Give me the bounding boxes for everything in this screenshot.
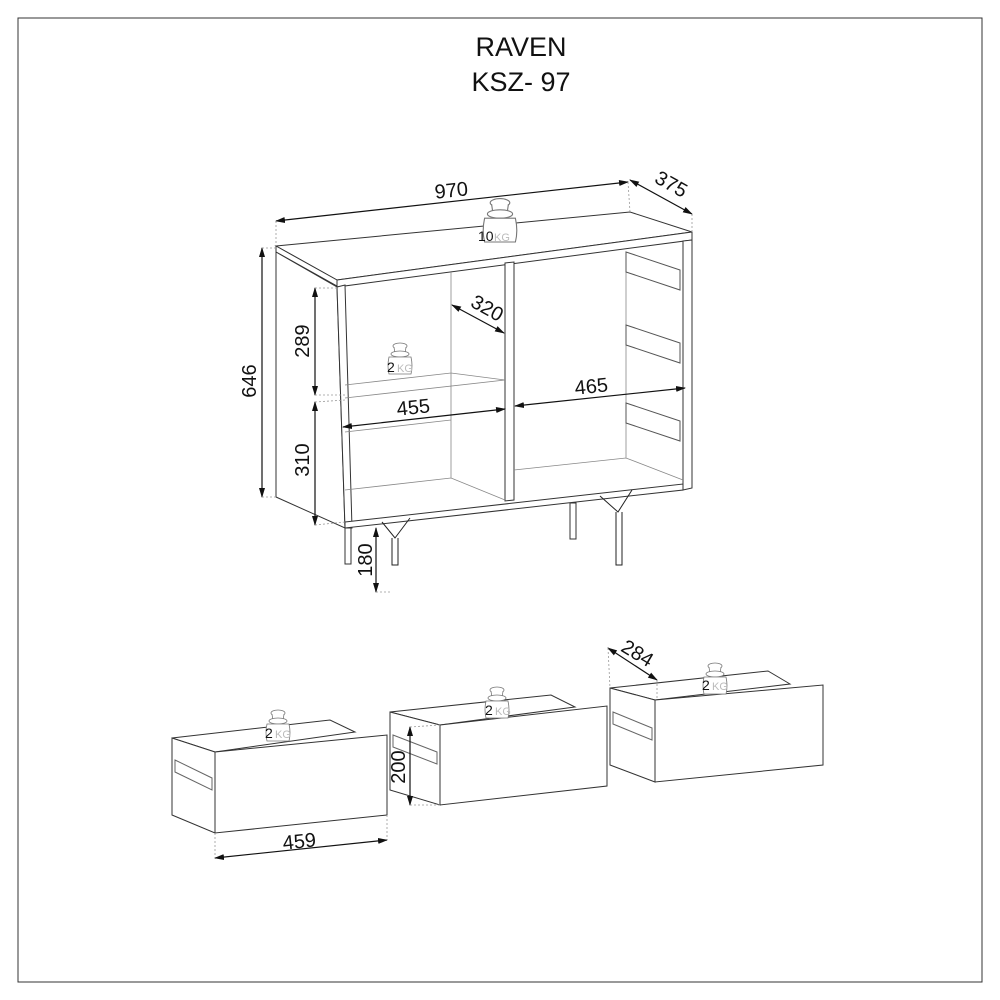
cabinet-legs [344, 489, 633, 566]
top-load-value: 10 [478, 228, 494, 244]
lower-height-label: 310 [292, 443, 314, 476]
page-border [17, 17, 983, 983]
drawer-3-load-unit: KG [712, 681, 728, 693]
left-width-dimension-line [342, 407, 506, 429]
drawer-height-label: 200 [388, 750, 410, 783]
left-width-label: 455 [396, 395, 431, 420]
shelf-depth-label: 320 [467, 291, 507, 326]
depth-dimension-line [629, 179, 693, 215]
drawer-1-load-unit: KG [275, 729, 291, 741]
left-front-edge [336, 284, 353, 529]
upper-height-label: 289 [292, 324, 314, 357]
width-dimension-line [275, 180, 629, 223]
right-compartment-lines [513, 252, 684, 481]
drawer-2 [389, 694, 608, 806]
drawer-2-load-unit: KG [495, 706, 511, 718]
product-code: KSZ- 97 [471, 67, 570, 97]
leg-height-label: 180 [355, 543, 377, 576]
drawer-3 [609, 670, 824, 783]
drawer-width-dimension-line [214, 837, 388, 861]
drawer-2-load-value: 2 [485, 702, 493, 718]
shelf-depth-dimension-line [451, 304, 505, 334]
drawer-width-label: 459 [282, 829, 317, 854]
top-load-unit: KG [494, 232, 510, 244]
shelf-load-unit: KG [397, 363, 413, 375]
cabinet-left-side [275, 251, 346, 529]
product-name: RAVEN [475, 32, 566, 62]
drawer-depth-label: 284 [617, 636, 657, 672]
cabinet-divider [504, 261, 515, 502]
cabinet-bottom [344, 483, 684, 529]
drawer-runners [625, 251, 681, 442]
right-width-dimension-line [514, 385, 686, 409]
cabinet-right-side [682, 239, 693, 491]
shelf-load-value: 2 [387, 359, 395, 375]
drawer-1-load-value: 2 [265, 725, 273, 741]
width-label: 970 [434, 178, 469, 203]
shelf-lines [344, 272, 506, 501]
drawer-depth-dimension-line [607, 647, 658, 681]
drawer-3-load-value: 2 [702, 677, 710, 693]
height-label: 646 [239, 364, 261, 397]
cabinet-drawing [274, 211, 693, 566]
drawer-1 [171, 719, 388, 834]
right-width-label: 465 [574, 374, 609, 399]
depth-label: 375 [651, 167, 691, 202]
